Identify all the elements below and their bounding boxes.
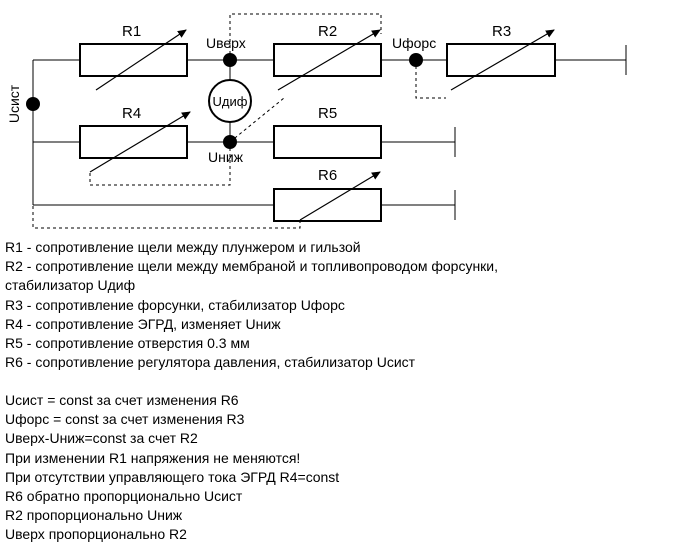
legend-line: стабилизатор Uдиф — [5, 277, 136, 294]
notes: Uсист = const за счет изменения R6 Uфорс… — [5, 391, 673, 545]
wires — [32, 45, 627, 220]
adjust-arrows — [89, 29, 555, 221]
circuit-diagram: R1 R2 R3 R4 R5 R6 Uверх Uниж Uфорс Uдиф … — [6, 13, 627, 229]
note-line: При изменении R1 напряжения не меняются! — [5, 449, 301, 466]
meter-circle — [208, 79, 252, 123]
control-lines — [32, 13, 446, 229]
label-u-lower: Uниж — [208, 149, 244, 165]
legend-line: R5 - сопротивление отверстия 0.3 мм — [5, 334, 250, 351]
resistors — [79, 43, 556, 222]
legend-line: R3 - сопротивление форсунки, стабилизато… — [5, 296, 345, 313]
legend-line: R4 - сопротивление ЭГРД, изменяет Uниж — [5, 315, 281, 332]
node-upper — [223, 53, 237, 67]
label-u-system: Uсист — [6, 84, 22, 123]
legend-line: R2 - сопротивление щели между мембраной … — [5, 258, 499, 275]
label-r2: R2 — [318, 23, 337, 40]
label-r5: R5 — [318, 105, 337, 122]
note-line: Uверх пропорционально R2 — [5, 526, 187, 543]
resistor-r4 — [79, 125, 188, 159]
node-lower — [223, 135, 237, 149]
nodes — [26, 53, 423, 149]
resistor-r5 — [273, 125, 382, 159]
node-injector — [409, 53, 423, 67]
legend-line: R6 - сопротивление регулятора давления, … — [5, 354, 416, 371]
adjust-arrow-r2 — [277, 29, 381, 91]
adjust-arrow-r6 — [299, 171, 381, 221]
adjust-arrow-r1 — [95, 29, 187, 91]
adjust-arrow-r3 — [450, 29, 555, 91]
note-line: Uсист = const за счет изменения R6 — [5, 392, 239, 408]
node-system — [26, 97, 40, 111]
resistor-r2 — [273, 43, 382, 77]
label-r6: R6 — [318, 167, 337, 184]
note-line: Uверх-Uниж=const за счет R2 — [5, 430, 198, 447]
resistor-r3 — [446, 43, 556, 77]
note-line: При отсутствии управляющего тока ЭГРД R4… — [5, 468, 340, 485]
label-u-injector: Uфорс — [392, 35, 436, 51]
legend-line: R1 - сопротивление щели между плунжером … — [5, 239, 361, 255]
resistor-r6 — [273, 188, 382, 222]
note-line: Uфорс = const за счет изменения R3 — [5, 411, 245, 428]
note-line: R6 обратно пропорционально Uсист — [5, 487, 243, 504]
label-r4: R4 — [122, 105, 141, 122]
note-line: R2 пропорционально Uниж — [5, 507, 183, 524]
adjust-arrow-r4 — [89, 111, 191, 173]
label-r3: R3 — [492, 23, 511, 40]
resistor-legend: R1 - сопротивление щели между плунжером … — [5, 238, 673, 372]
label-u-diff: Uдиф — [213, 94, 248, 109]
label-r1: R1 — [122, 23, 141, 40]
label-u-upper: Uверх — [206, 35, 246, 51]
resistor-r1 — [79, 43, 188, 77]
